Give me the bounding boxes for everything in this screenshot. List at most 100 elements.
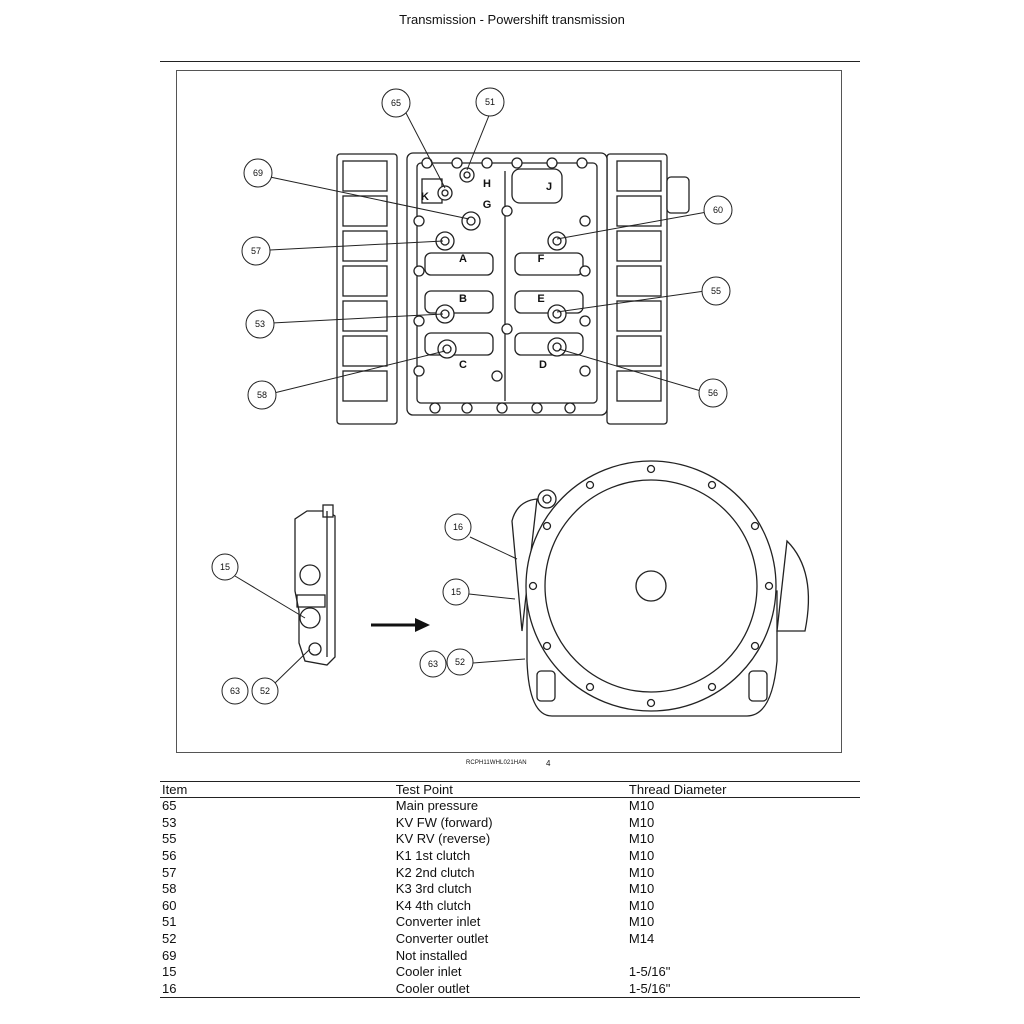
valve-letter-j: J <box>546 181 552 193</box>
cell-thread: M14 <box>628 931 655 947</box>
cell-test-point: K1 1st clutch <box>395 848 471 864</box>
housing-leader-16 <box>469 536 518 560</box>
svg-text:16: 16 <box>453 522 463 532</box>
svg-text:53: 53 <box>255 319 265 329</box>
converter-housing-drawing <box>511 460 810 717</box>
valve-letter-b: B <box>459 293 467 305</box>
svg-text:60: 60 <box>713 205 723 215</box>
transmission-diagram: K H J G A F B E C D 65 51 69 60 57 55 53… <box>211 87 810 717</box>
valve-letter-e: E <box>537 293 544 305</box>
page-header-title: Transmission - Powershift transmission <box>399 12 625 27</box>
cell-test-point: K3 3rd clutch <box>395 881 472 897</box>
cell-item: 60 <box>162 897 177 913</box>
svg-text:15: 15 <box>220 562 230 572</box>
callout-16: 16 <box>444 513 472 541</box>
column-header-item: Item <box>160 781 394 798</box>
svg-text:58: 58 <box>257 390 267 400</box>
cell-item: 58 <box>162 881 177 897</box>
callout-60: 60 <box>703 195 733 225</box>
valve-letter-g: G <box>483 199 492 211</box>
view-direction-arrow <box>371 618 430 632</box>
callout-58: 58 <box>247 380 277 410</box>
cell-thread: M10 <box>628 914 655 930</box>
cell-test-point: KV RV (reverse) <box>395 831 491 847</box>
cell-thread <box>627 947 860 964</box>
valve-letter-a: A <box>459 253 467 265</box>
header-rule <box>160 61 860 62</box>
figure-caption: RCPH11WHL021HAN <box>466 760 527 766</box>
cell-test-point: K2 2nd clutch <box>395 864 475 880</box>
table-row: 51 Converter inlet M10 <box>160 914 860 931</box>
callout-63-side: 63 <box>221 677 249 705</box>
cell-test-point: Converter inlet <box>395 914 481 930</box>
table-row: 52 Converter outlet M14 <box>160 931 860 948</box>
cell-thread: M10 <box>628 864 655 880</box>
callout-56: 56 <box>698 378 728 408</box>
cell-thread: M10 <box>628 897 655 913</box>
top-leader-lines <box>269 112 708 394</box>
callout-65: 65 <box>381 88 411 118</box>
side-leader-15 <box>234 575 306 619</box>
cell-test-point: Converter outlet <box>395 931 489 947</box>
cell-thread: M10 <box>628 814 655 830</box>
cell-test-point: Not installed <box>395 947 468 963</box>
callout-53: 53 <box>245 309 275 339</box>
svg-text:57: 57 <box>251 246 261 256</box>
cell-test-point: K4 4th clutch <box>395 897 471 913</box>
cell-test-point: Cooler outlet <box>393 980 627 999</box>
svg-text:55: 55 <box>711 286 721 296</box>
column-header-test-point: Test Point <box>393 781 627 798</box>
svg-text:65: 65 <box>391 98 401 108</box>
housing-leader-15 <box>468 593 516 600</box>
cell-item: 52 <box>162 931 177 947</box>
svg-text:51: 51 <box>485 97 495 107</box>
svg-text:15: 15 <box>451 587 461 597</box>
valve-letter-c: C <box>459 359 467 371</box>
table-row: 56 K1 1st clutch M10 <box>160 848 860 865</box>
valve-letter-d: D <box>539 359 547 371</box>
housing-leader-52 <box>472 658 526 664</box>
side-view-drawing <box>294 504 336 666</box>
callout-55: 55 <box>701 276 731 306</box>
valve-letter-k: K <box>421 191 429 203</box>
cell-thread: M10 <box>628 798 655 814</box>
callout-15-housing: 15 <box>442 578 470 606</box>
column-header-thread-diameter: Thread Diameter <box>626 781 860 798</box>
svg-text:56: 56 <box>708 388 718 398</box>
table-row: 58 K3 3rd clutch M10 <box>160 881 860 898</box>
table-row: 57 K2 2nd clutch M10 <box>160 864 860 881</box>
callout-57: 57 <box>241 236 271 266</box>
cell-item: 56 <box>162 848 177 864</box>
callout-51: 51 <box>475 87 505 117</box>
valve-letter-h: H <box>483 178 491 190</box>
callout-63-housing: 63 <box>419 650 447 678</box>
figure-box: K H J G A F B E C D 65 51 69 60 57 55 53… <box>176 70 842 753</box>
callout-69: 69 <box>243 158 273 188</box>
cell-item: 15 <box>162 964 177 980</box>
callout-52-side: 52 <box>251 677 279 705</box>
cell-thread: M10 <box>628 831 655 847</box>
cell-test-point: KV FW (forward) <box>395 814 493 830</box>
cell-item: 16 <box>160 980 394 999</box>
cell-item: 57 <box>162 864 177 880</box>
table-row: 60 K4 4th clutch M10 <box>160 898 860 915</box>
cell-thread: M10 <box>628 848 655 864</box>
callout-15-side: 15 <box>211 553 239 581</box>
side-leader-52 <box>274 648 311 684</box>
figure-number: 4 <box>546 759 551 768</box>
valve-block-drawing <box>336 152 690 425</box>
cell-item: 51 <box>162 914 177 930</box>
svg-text:52: 52 <box>260 686 270 696</box>
table-row: 53 KV FW (forward) M10 <box>160 815 860 832</box>
svg-text:63: 63 <box>428 659 438 669</box>
cell-thread: 1-5/16" <box>628 964 671 980</box>
cell-item: 53 <box>162 814 177 830</box>
valve-letter-f: F <box>538 253 545 265</box>
cell-thread: M10 <box>628 881 655 897</box>
